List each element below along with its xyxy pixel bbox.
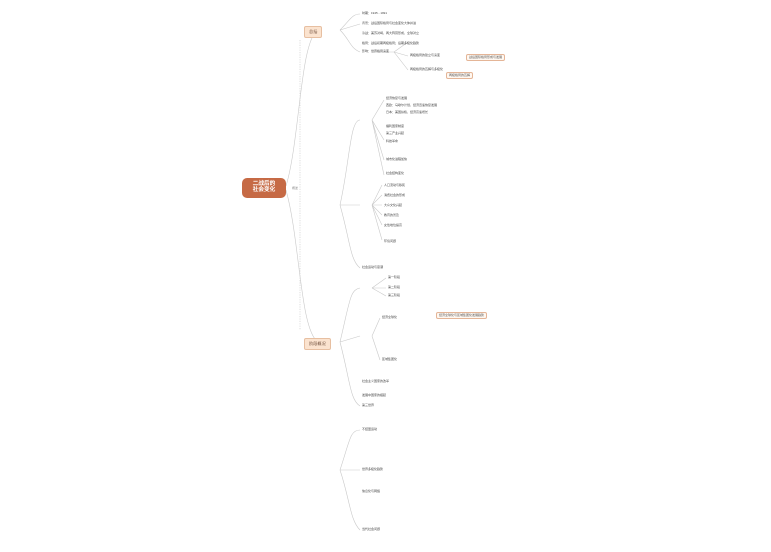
lower-item: 第二阶段 xyxy=(388,285,401,289)
middle-item: 教育的普及 xyxy=(384,213,400,217)
connector-label: 概述 xyxy=(292,186,299,190)
middle-item: 第三产业兴起 xyxy=(386,131,405,135)
root-to-bottom-link xyxy=(285,189,319,343)
middle-item: 社会运动与思潮 xyxy=(362,265,384,269)
bottom-branch-sub xyxy=(371,277,387,361)
lower-item: 第一阶段 xyxy=(388,275,401,279)
lower-item: 经济全球化 xyxy=(382,315,398,319)
top-branch-sub xyxy=(372,41,409,71)
section-bottom[interactable]: 阶段概况 xyxy=(304,338,331,350)
middle-item: 城市化进程加快 xyxy=(386,157,408,161)
mid-branch-sub xyxy=(371,99,385,176)
upper-item: 格局：战后初期两极格局；后期多极化趋势 xyxy=(362,41,420,45)
middle-item: 社会结构变化 xyxy=(386,171,405,175)
lower-item: 世界多极化趋势 xyxy=(362,467,384,471)
upper-item: 背景：战后国际格局与社会变化大体并进 xyxy=(362,21,417,25)
root-node[interactable]: 二战后的 社会变化 xyxy=(242,178,286,198)
section-top[interactable]: 总括 xyxy=(304,26,323,38)
connector-lines xyxy=(285,13,409,531)
root-title-line1: 二战后的 xyxy=(252,181,276,187)
lower-item: 发展中国家的崛起 xyxy=(362,393,387,397)
bottom-branch-leaf xyxy=(339,429,361,531)
lower-item: 第三阶段 xyxy=(388,293,401,297)
lower-item: 信息化与网络 xyxy=(362,489,381,493)
lower-item: 当代社会问题 xyxy=(362,527,381,531)
upper-item: 冷战：美苏对峙，两大阵营形成，全球对立 xyxy=(362,31,420,35)
middle-item: 人口流动与移民 xyxy=(384,183,406,187)
upper-item: 两极格局的瓦解与多极化 xyxy=(410,67,444,71)
middle-item: 科技革命 xyxy=(386,139,399,143)
mid-branch xyxy=(339,119,361,269)
middle-item: 福利国家制度 xyxy=(386,124,405,128)
top-branch xyxy=(339,13,361,53)
middle-item: 西欧：马歇尔计划，经济迅速恢复发展 xyxy=(386,103,438,107)
note-box-3: 经济全球化与区域集团化发展趋势 xyxy=(436,312,488,320)
note-box-2: 两极格局的瓦解 xyxy=(446,72,474,80)
lower-item: 社会主义国家的改革 xyxy=(362,379,390,383)
upper-item: 影响：世界格局演变 xyxy=(362,49,390,53)
middle-item: 消费社会的形成 xyxy=(384,193,406,197)
middle-item: 女性地位提高 xyxy=(384,223,403,227)
middle-item: 经济恢复与发展 xyxy=(386,96,408,100)
lower-item: 第三世界 xyxy=(362,403,375,407)
middle-item: 日本：美国扶植，经济高速增长 xyxy=(386,110,429,114)
upper-item: 时期：1945 - 1991 xyxy=(362,11,388,15)
lower-item: 不结盟运动 xyxy=(362,427,378,431)
middle-item: 环境问题 xyxy=(384,239,397,243)
middle-item: 大众文化兴起 xyxy=(384,203,403,207)
mid-branch-leaf xyxy=(371,184,383,241)
lower-item: 区域集团化 xyxy=(382,357,398,361)
upper-item: 两极格局的建立与演变 xyxy=(410,53,441,57)
note-box-1: 战后国际格局形成与发展 xyxy=(466,54,506,62)
root-to-top-link xyxy=(285,29,319,187)
root-title-line2: 社会变化 xyxy=(252,187,276,194)
bottom-branch xyxy=(339,287,361,407)
